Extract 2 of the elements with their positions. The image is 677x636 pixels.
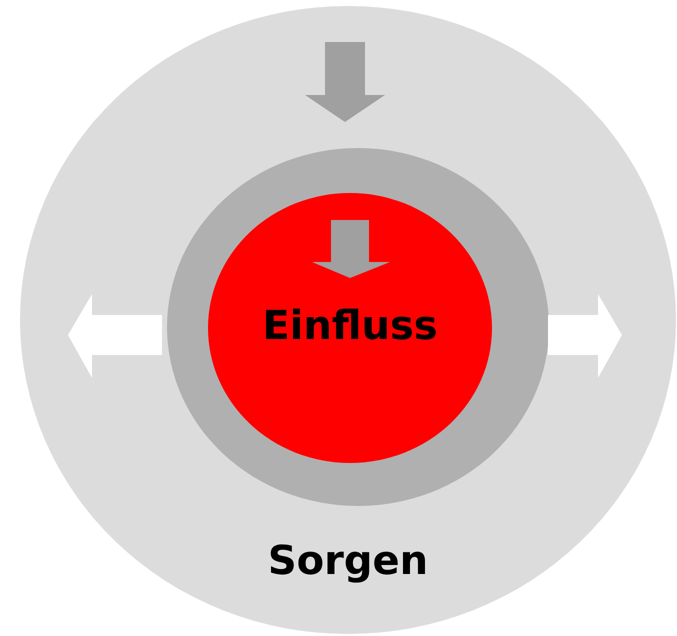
circle-label: Sorgen <box>266 538 430 584</box>
circle-label: Einfluss <box>261 303 439 349</box>
